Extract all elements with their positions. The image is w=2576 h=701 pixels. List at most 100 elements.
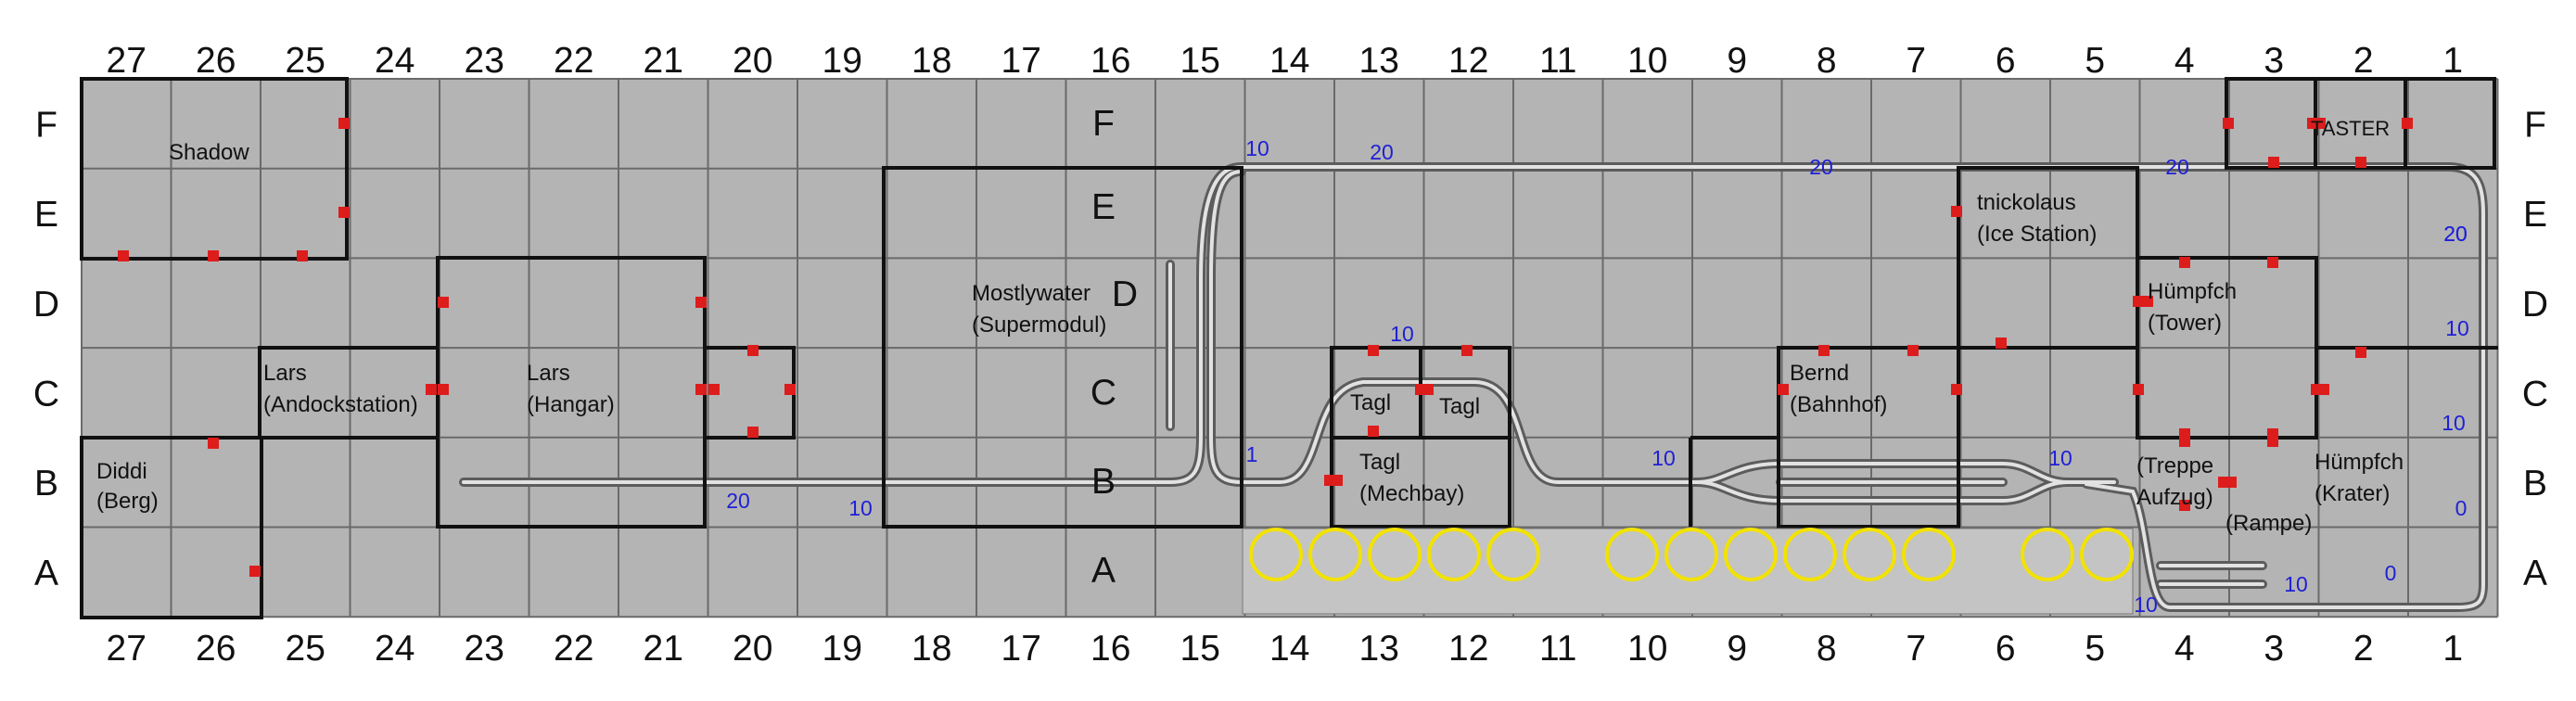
connection-marker	[1461, 345, 1473, 356]
row-label-left: D	[33, 285, 59, 325]
connection-marker	[2133, 296, 2144, 307]
track-label: 10	[2284, 572, 2308, 596]
connection-marker	[2142, 296, 2153, 307]
column-label-top: 17	[1001, 41, 1041, 81]
connection-marker	[208, 438, 219, 449]
track-label: 20	[1370, 140, 1394, 164]
column-label-top: 23	[465, 41, 504, 81]
column-label-bottom: 17	[1001, 629, 1041, 669]
turntable-circle	[1249, 528, 1303, 581]
track-label: 20	[2165, 155, 2189, 179]
column-label-bottom: 12	[1448, 629, 1488, 669]
module-label-huempfch-krater-sub: (Krater)	[2315, 481, 2390, 506]
track-label: 10	[2445, 316, 2469, 340]
column-label-bottom: 22	[554, 629, 593, 669]
connection-marker	[1332, 475, 1343, 486]
row-label-right: F	[2524, 105, 2546, 145]
connection-marker	[1422, 384, 1434, 395]
column-label-bottom: 27	[107, 629, 147, 669]
connection-marker	[1368, 345, 1379, 356]
connection-marker	[1951, 384, 1962, 395]
track-network	[459, 162, 2488, 612]
track-label: 20	[1809, 155, 1833, 179]
connection-markers	[118, 118, 2413, 577]
connection-marker	[2267, 436, 2278, 447]
connection-marker	[2179, 500, 2190, 511]
connection-marker	[2402, 118, 2413, 129]
module-label-tagl-1: Tagl	[1350, 390, 1391, 415]
connection-marker	[695, 384, 707, 395]
column-label-bottom: 16	[1090, 629, 1130, 669]
turntable-circle	[1605, 528, 1659, 581]
row-label-left: C	[33, 374, 59, 414]
module-label-tagl-mechbay-sub: (Mechbay)	[1359, 481, 1464, 506]
column-label-bottom: 23	[465, 629, 504, 669]
turntable-circle	[1664, 528, 1718, 581]
track-label: 1	[1246, 442, 1258, 466]
column-label-top: 20	[733, 41, 772, 81]
connection-marker	[1778, 384, 1789, 395]
track-label: 10	[2048, 446, 2072, 470]
module-label-huempfch-krater: Hümpfch	[2315, 450, 2404, 475]
module-label-lars-andock-sub: (Andockstation)	[263, 392, 418, 417]
column-label-top: 2	[2353, 41, 2374, 81]
turntable-circle	[2021, 528, 2074, 581]
connection-marker	[1996, 338, 2007, 349]
column-label-bottom: 7	[1906, 629, 1926, 669]
connection-marker	[438, 384, 449, 395]
column-label-bottom: 21	[644, 629, 683, 669]
turntable-circles	[1242, 528, 2134, 615]
column-label-top: 16	[1090, 41, 1130, 81]
column-label-top: 18	[912, 41, 951, 81]
connection-marker	[2133, 384, 2144, 395]
connection-marker	[426, 384, 437, 395]
connection-marker	[2223, 118, 2234, 129]
connection-marker	[2355, 347, 2366, 358]
column-label-top: 14	[1269, 41, 1309, 81]
column-label-top: 4	[2174, 41, 2195, 81]
module-label-rampe: (Rampe)	[2225, 511, 2312, 536]
column-label-top: 5	[2085, 41, 2105, 81]
track-label: 10	[2134, 593, 2158, 617]
inner-grid-labels: F E D C B A	[1090, 104, 1138, 591]
module-label-treppe-sub: Aufzug)	[2136, 485, 2213, 510]
connection-marker	[784, 384, 796, 395]
column-label-bottom: 26	[196, 629, 236, 669]
module-label-huempfch-tower: Hümpfch	[2148, 279, 2237, 304]
connection-marker	[338, 207, 350, 218]
track-rail	[462, 165, 2485, 609]
turntable-circle	[1368, 528, 1422, 581]
module-label-bernd: Bernd	[1790, 361, 1849, 386]
column-label-top: 9	[1727, 41, 1747, 81]
column-label-bottom: 11	[1539, 629, 1577, 669]
module-label-mostlywater-sub: (Supermodul)	[972, 312, 1106, 338]
column-label-top: 21	[644, 41, 683, 81]
inner-row-label-d: D	[1112, 274, 1138, 314]
connection-marker	[1368, 426, 1379, 437]
module-labels: Shadow Diddi (Berg) Lars (Andockstation)…	[96, 117, 2404, 536]
turntable-circle	[1308, 528, 1362, 581]
column-label-bottom: 9	[1727, 629, 1747, 669]
module-label-lars-hangar: Lars	[527, 361, 570, 386]
row-label-right: E	[2523, 195, 2547, 235]
track-label: 20	[2443, 222, 2468, 246]
column-label-top: 12	[1448, 41, 1488, 81]
track-label: 10	[1245, 136, 1269, 160]
row-label-left: B	[34, 464, 58, 503]
connection-marker	[1951, 206, 1962, 217]
connection-marker	[2268, 157, 2279, 168]
connection-marker	[1907, 345, 1919, 356]
inner-row-label-f: F	[1092, 104, 1115, 144]
column-label-top: 25	[286, 41, 325, 81]
column-label-bottom: 6	[1996, 629, 2016, 669]
column-label-bottom: 2	[2353, 629, 2374, 669]
column-label-bottom: 1	[2442, 629, 2463, 669]
column-label-top: 10	[1627, 41, 1667, 81]
turntable-circle	[2080, 528, 2134, 581]
column-label-bottom: 10	[1627, 629, 1667, 669]
inner-row-label-a: A	[1091, 551, 1116, 591]
connection-marker	[2179, 436, 2190, 447]
track-label: 20	[2443, 222, 2468, 246]
column-label-top: 7	[1906, 41, 1926, 81]
module-label-diddi-sub: (Berg)	[96, 489, 159, 514]
